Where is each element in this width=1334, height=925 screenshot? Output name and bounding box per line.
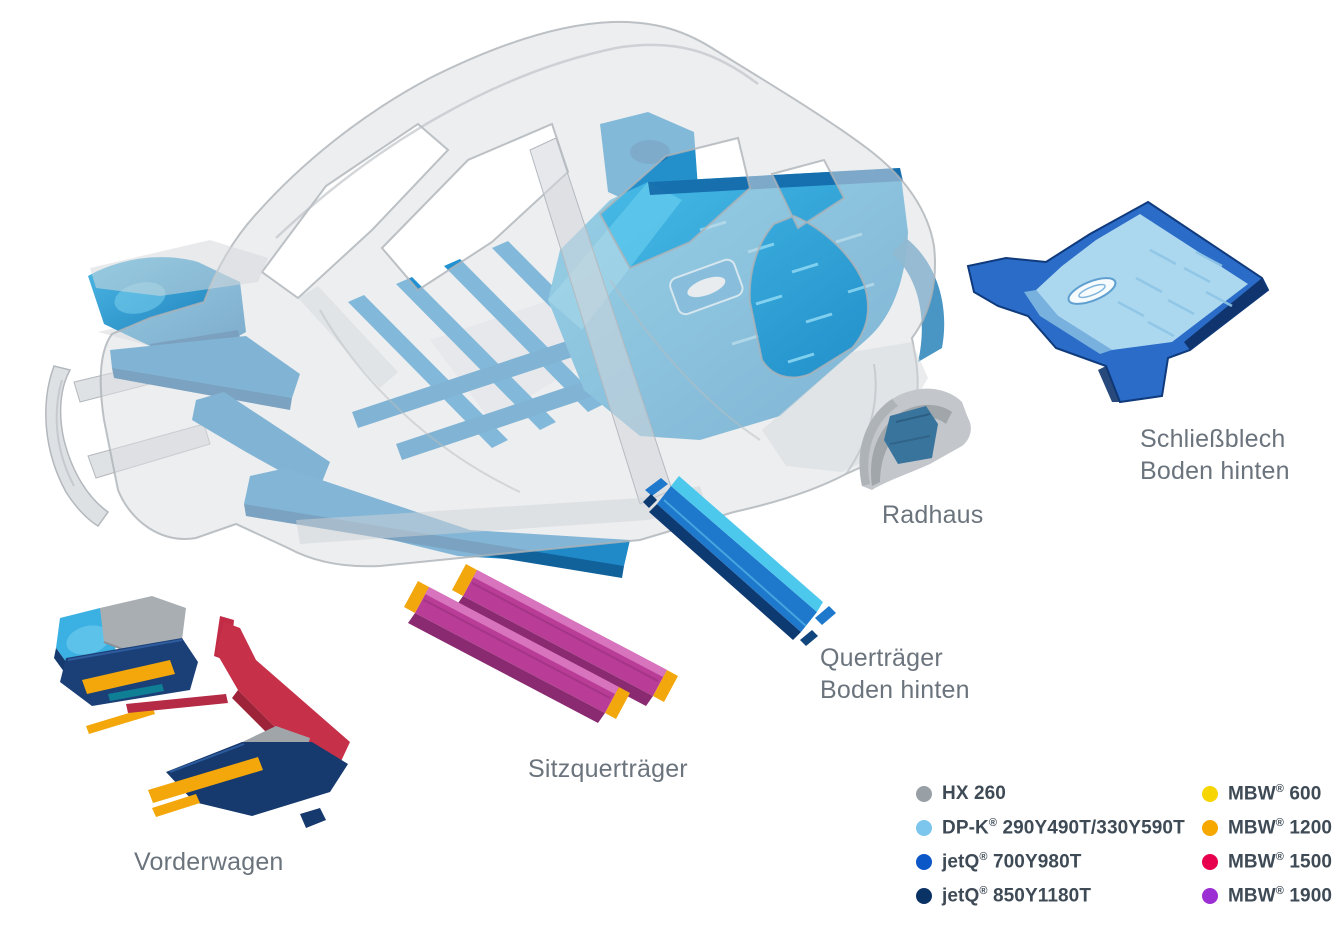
car-body-illustration	[45, 20, 945, 578]
legend-label: DP-K® 290Y490T/330Y590T	[942, 816, 1185, 839]
label-quertraeger-line1: Querträger	[820, 644, 943, 672]
car-shell-details	[90, 43, 928, 544]
legend-label: MBW® 1900	[1228, 884, 1333, 907]
legend-item: MBW® 1500	[1202, 850, 1333, 873]
sitzquertraeger-illustration	[404, 564, 678, 723]
label-vorderwagen-line1: Vorderwagen	[134, 848, 284, 876]
legend-item: HX 260	[916, 783, 1185, 804]
legend-label: MBW® 1500	[1228, 850, 1333, 873]
legend-color-dot	[1202, 888, 1218, 904]
radhaus-illustration	[859, 388, 971, 490]
label-quertraeger-line2: Boden hinten	[820, 676, 970, 704]
label-sitzquertraeger-line1: Sitzquerträger	[528, 755, 688, 783]
label-schliessblech: Schließblech Boden hinten	[1140, 423, 1290, 487]
label-sitzquertraeger: Sitzquerträger	[528, 753, 688, 785]
legend-item: MBW® 1900	[1202, 884, 1333, 907]
legend-item: MBW® 600	[1202, 782, 1332, 805]
legend-item: jetQ® 700Y980T	[916, 850, 1185, 873]
legend-label: jetQ® 850Y1180T	[942, 884, 1092, 907]
quertraeger-illustration	[643, 476, 836, 646]
label-radhaus: Radhaus	[882, 499, 983, 531]
label-quertraeger: Querträger Boden hinten	[820, 642, 970, 706]
legend-label: MBW® 1200	[1228, 816, 1333, 839]
legend-item: MBW® 1200	[1202, 816, 1333, 839]
legend-color-dot	[1202, 854, 1218, 870]
label-vorderwagen: Vorderwagen	[134, 846, 284, 878]
legend-color-dot	[916, 786, 932, 802]
legend-label: MBW® 600	[1228, 782, 1322, 805]
legend-color-dot	[1202, 786, 1218, 802]
legend-item: DP-K® 290Y490T/330Y590T	[916, 816, 1185, 839]
vorderwagen-illustration	[54, 596, 350, 828]
label-radhaus-line1: Radhaus	[882, 501, 984, 529]
legend-color-dot	[916, 888, 932, 904]
legend-color-dot	[916, 820, 932, 836]
schliessblech-illustration	[966, 200, 1270, 404]
schliessblech-slot	[1067, 277, 1117, 305]
legend-label: jetQ® 700Y980T	[942, 850, 1082, 873]
legend-color-dot	[916, 854, 932, 870]
label-schliessblech-line1: Schließblech	[1140, 425, 1286, 453]
legend-label: HX 260	[942, 783, 1006, 804]
legend-item: jetQ® 850Y1180T	[916, 884, 1185, 907]
legend-color-dot	[1202, 820, 1218, 836]
car-shell	[99, 20, 936, 568]
label-schliessblech-line2: Boden hinten	[1140, 457, 1290, 485]
